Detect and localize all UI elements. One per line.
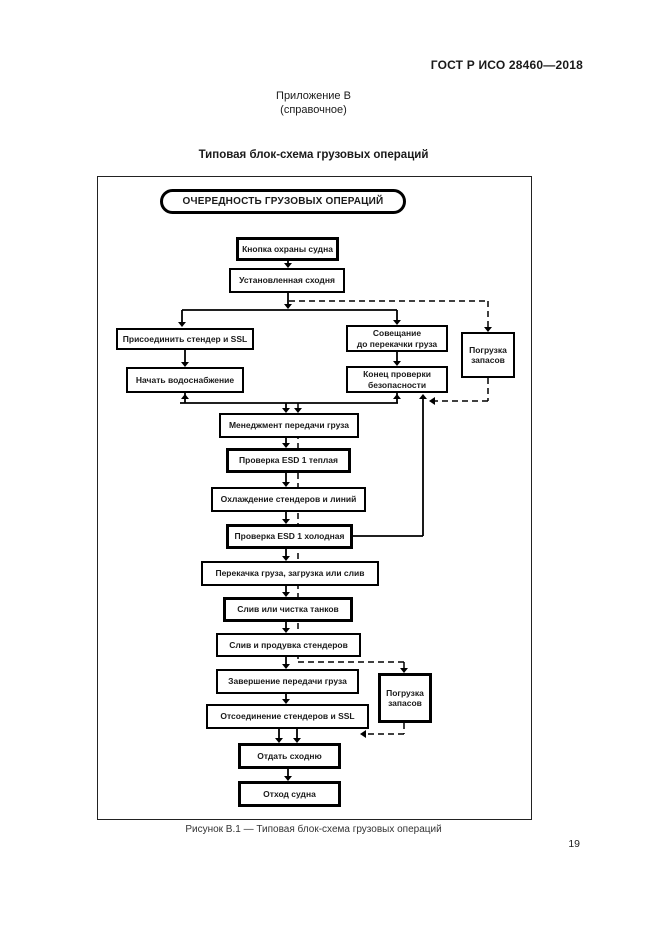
node-label: Отдать сходню <box>257 750 322 761</box>
node-label: запасов <box>388 698 422 708</box>
node-label: Конец проверки <box>363 369 431 380</box>
node-label: Менеджмент передачи груза <box>228 420 350 431</box>
appendix-label: Приложение В <box>276 90 351 102</box>
node-pre-transfer-meeting: Совещание до перекачки груза <box>346 325 448 352</box>
appendix-heading: Приложение В (справочное) <box>97 90 530 118</box>
node-label: Проверка ESD 1 теплая <box>239 455 338 466</box>
node-stores-loading-1: Погрузка запасов <box>461 332 515 378</box>
node-label: Охлаждение стендеров и линий <box>220 494 357 505</box>
node-label: Установленная сходня <box>239 275 335 286</box>
node-start-water-supply: Начать водоснабжение <box>126 367 244 393</box>
node-remove-gangway: Отдать сходню <box>238 743 341 769</box>
node-sequence-header: ОЧЕРЕДНОСТЬ ГРУЗОВЫХ ОПЕРАЦИЙ <box>160 189 406 214</box>
node-label: безопасности <box>367 379 427 390</box>
node-label: Слив и продувка стендеров <box>229 639 348 650</box>
node-label: Совещание <box>372 328 422 339</box>
node-label: до перекачки груза <box>356 338 438 349</box>
node-ship-departure: Отход судна <box>238 781 341 807</box>
node-label: Погрузка <box>386 687 424 698</box>
node-label: Проверка ESD 1 холодная <box>234 531 345 542</box>
node-cooldown-arms-lines: Охлаждение стендеров и линий <box>211 487 366 512</box>
node-esd1-cold-test: Проверка ESD 1 холодная <box>226 524 353 549</box>
node-label: ОЧЕРЕДНОСТЬ ГРУЗОВЫХ ОПЕРАЦИЙ <box>182 195 384 207</box>
node-drain-purge-arms: Слив и продувка стендеров <box>216 633 361 657</box>
node-transfer-management: Менеджмент передачи груза <box>219 413 359 438</box>
node-label: Слив или чистка танков <box>237 604 339 615</box>
node-disconnect-arms-ssl: Отсоединение стендеров и SSL <box>206 704 369 729</box>
node-esd1-warm-test: Проверка ESD 1 теплая <box>226 448 351 473</box>
node-label: Отход судна <box>263 788 316 799</box>
document-code: ГОСТ Р ИСО 28460—2018 <box>430 58 583 72</box>
node-safety-checks-complete: Конец проверки безопасности <box>346 366 448 393</box>
node-transfer-completion: Завершение передачи груза <box>216 669 359 694</box>
node-gangway-in-place: Установленная сходня <box>229 268 345 293</box>
node-label: Кнопка охраны судна <box>242 243 333 254</box>
node-label: Отсоединение стендеров и SSL <box>220 711 355 722</box>
node-label: Начать водоснабжение <box>135 374 235 385</box>
flowchart-frame: ОЧЕРЕДНОСТЬ ГРУЗОВЫХ ОПЕРАЦИЙ Кнопка охр… <box>97 176 532 820</box>
node-stores-loading-2: Погрузка запасов <box>378 673 432 723</box>
figure-title: Типовая блок-схема грузовых операций <box>198 149 429 161</box>
figure-caption: Рисунок В.1 — Типовая блок-схема грузовы… <box>185 824 442 835</box>
node-label: запасов <box>471 355 505 365</box>
node-label: Присоединить стендер и SSL <box>122 333 248 344</box>
node-connect-arm-and-ssl: Присоединить стендер и SSL <box>116 328 254 350</box>
node-drain-or-tank-cleaning: Слив или чистка танков <box>223 597 353 622</box>
node-cargo-transfer: Перекачка груза, загрузка или слив <box>201 561 379 586</box>
appendix-note: (справочное) <box>280 103 347 116</box>
node-ship-security-button: Кнопка охраны судна <box>236 237 339 261</box>
page-number: 19 <box>568 838 580 850</box>
node-label: Завершение передачи груза <box>228 676 347 687</box>
node-label: Перекачка груза, загрузка или слив <box>215 568 365 579</box>
node-label: Погрузка <box>469 344 507 355</box>
